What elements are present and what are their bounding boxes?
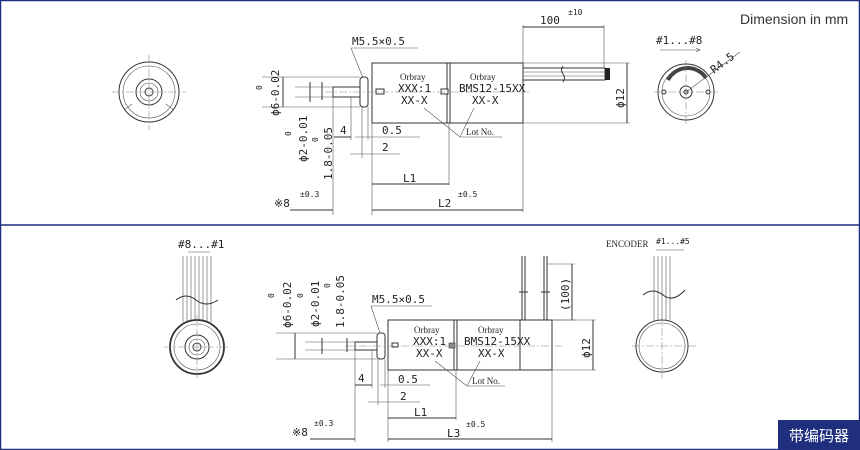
dim-0-5: 0.5 xyxy=(398,373,418,386)
shaft-diameter-upper: 0 xyxy=(284,131,293,136)
dim-L3: L3 xyxy=(447,427,460,440)
motor-model: BMS12-15XX xyxy=(464,335,531,348)
dim-L2: L2 xyxy=(438,197,451,210)
flange-diameter: ϕ6-0.02 xyxy=(281,282,294,328)
shaft-length-tolerance: ±0.3 xyxy=(314,419,333,428)
gearhead-lot: XX-X xyxy=(401,94,428,107)
cable-tolerance: ±10 xyxy=(568,8,583,17)
thread-spec: M5.5×0.5 xyxy=(352,35,405,48)
top-side-view: 100 ±10 ϕ12 Orbray XXX:1 XX-X Orbray BMS… xyxy=(255,8,630,215)
shaft-flat: 1.8-0.05 xyxy=(322,127,335,180)
shaft-diameter: ϕ2-0.01 xyxy=(297,116,310,162)
flange-diameter: ϕ6-0.02 xyxy=(269,70,282,116)
body-diameter: ϕ12 xyxy=(580,338,593,358)
shaft-length: ※8 xyxy=(292,426,308,439)
bottom-front-view: #8...#1 xyxy=(164,238,230,378)
lot-label: Lot No. xyxy=(472,376,500,386)
dim-L1: L1 xyxy=(403,172,416,185)
top-rear-view: R4.5 #1...#8 xyxy=(654,34,741,124)
units-note: Dimension in mm xyxy=(740,11,848,27)
shaft-diameter: ϕ2-0.01 xyxy=(309,281,322,327)
pin-order-encoder: #1...#5 xyxy=(656,237,690,246)
dim-L1: L1 xyxy=(414,406,427,419)
bottom-side-view: (100) ϕ12 Orbray XXX:1 XX-X Orbray BMS12… xyxy=(267,256,596,442)
dim-L2-tolerance: ±0.5 xyxy=(458,190,477,199)
shaft-flat-upper: 0 xyxy=(311,137,320,142)
gearhead-ratio: XXX:1 xyxy=(398,82,431,95)
flange-diameter-upper: 0 xyxy=(267,293,276,298)
flange-diameter-upper: 0 xyxy=(255,85,264,90)
gearhead-brand: Orbray xyxy=(400,72,426,82)
shaft-length-tolerance: ±0.3 xyxy=(300,190,319,199)
dim-L3-tolerance: ±0.5 xyxy=(466,420,485,429)
dim-4: 4 xyxy=(358,372,365,385)
motor-model: BMS12-15XX xyxy=(459,82,526,95)
gearhead-brand: Orbray xyxy=(414,325,440,335)
lot-label: Lot No. xyxy=(466,127,494,137)
pin-order-motor: #8...#1 xyxy=(178,238,224,251)
encoder-variant-badge: 带编码器 xyxy=(778,420,860,450)
gearhead-lot: XX-X xyxy=(416,347,443,360)
cable-length: (100) xyxy=(559,278,572,311)
shaft-flat: 1.8-0.05 xyxy=(334,275,347,328)
body-diameter: ϕ12 xyxy=(614,88,627,108)
shaft-diameter-upper: 0 xyxy=(296,293,305,298)
encoder-label: ENCODER xyxy=(606,239,649,249)
cable-length: 100 xyxy=(540,14,560,27)
gearhead-ratio: XXX:1 xyxy=(413,335,446,348)
dim-2: 2 xyxy=(382,141,389,154)
bottom-encoder-view: ENCODER #1...#5 xyxy=(606,237,696,380)
shaft-flat-upper: 0 xyxy=(323,283,332,288)
encoder-cable xyxy=(519,256,550,320)
pin-order: #1...#8 xyxy=(656,34,702,47)
radius-label: R4.5 xyxy=(708,50,737,76)
dim-4: 4 xyxy=(340,124,347,137)
thread-spec: M5.5×0.5 xyxy=(372,293,425,306)
motor-brand: Orbray xyxy=(470,72,496,82)
top-front-view xyxy=(112,55,186,130)
motor-body xyxy=(387,319,553,371)
motor-brand: Orbray xyxy=(478,325,504,335)
shaft-length: ※8 xyxy=(274,197,290,210)
dim-0-5: 0.5 xyxy=(382,124,402,137)
dim-2: 2 xyxy=(400,390,407,403)
motor-lot: XX-X xyxy=(478,347,505,360)
motor-lot: XX-X xyxy=(472,94,499,107)
